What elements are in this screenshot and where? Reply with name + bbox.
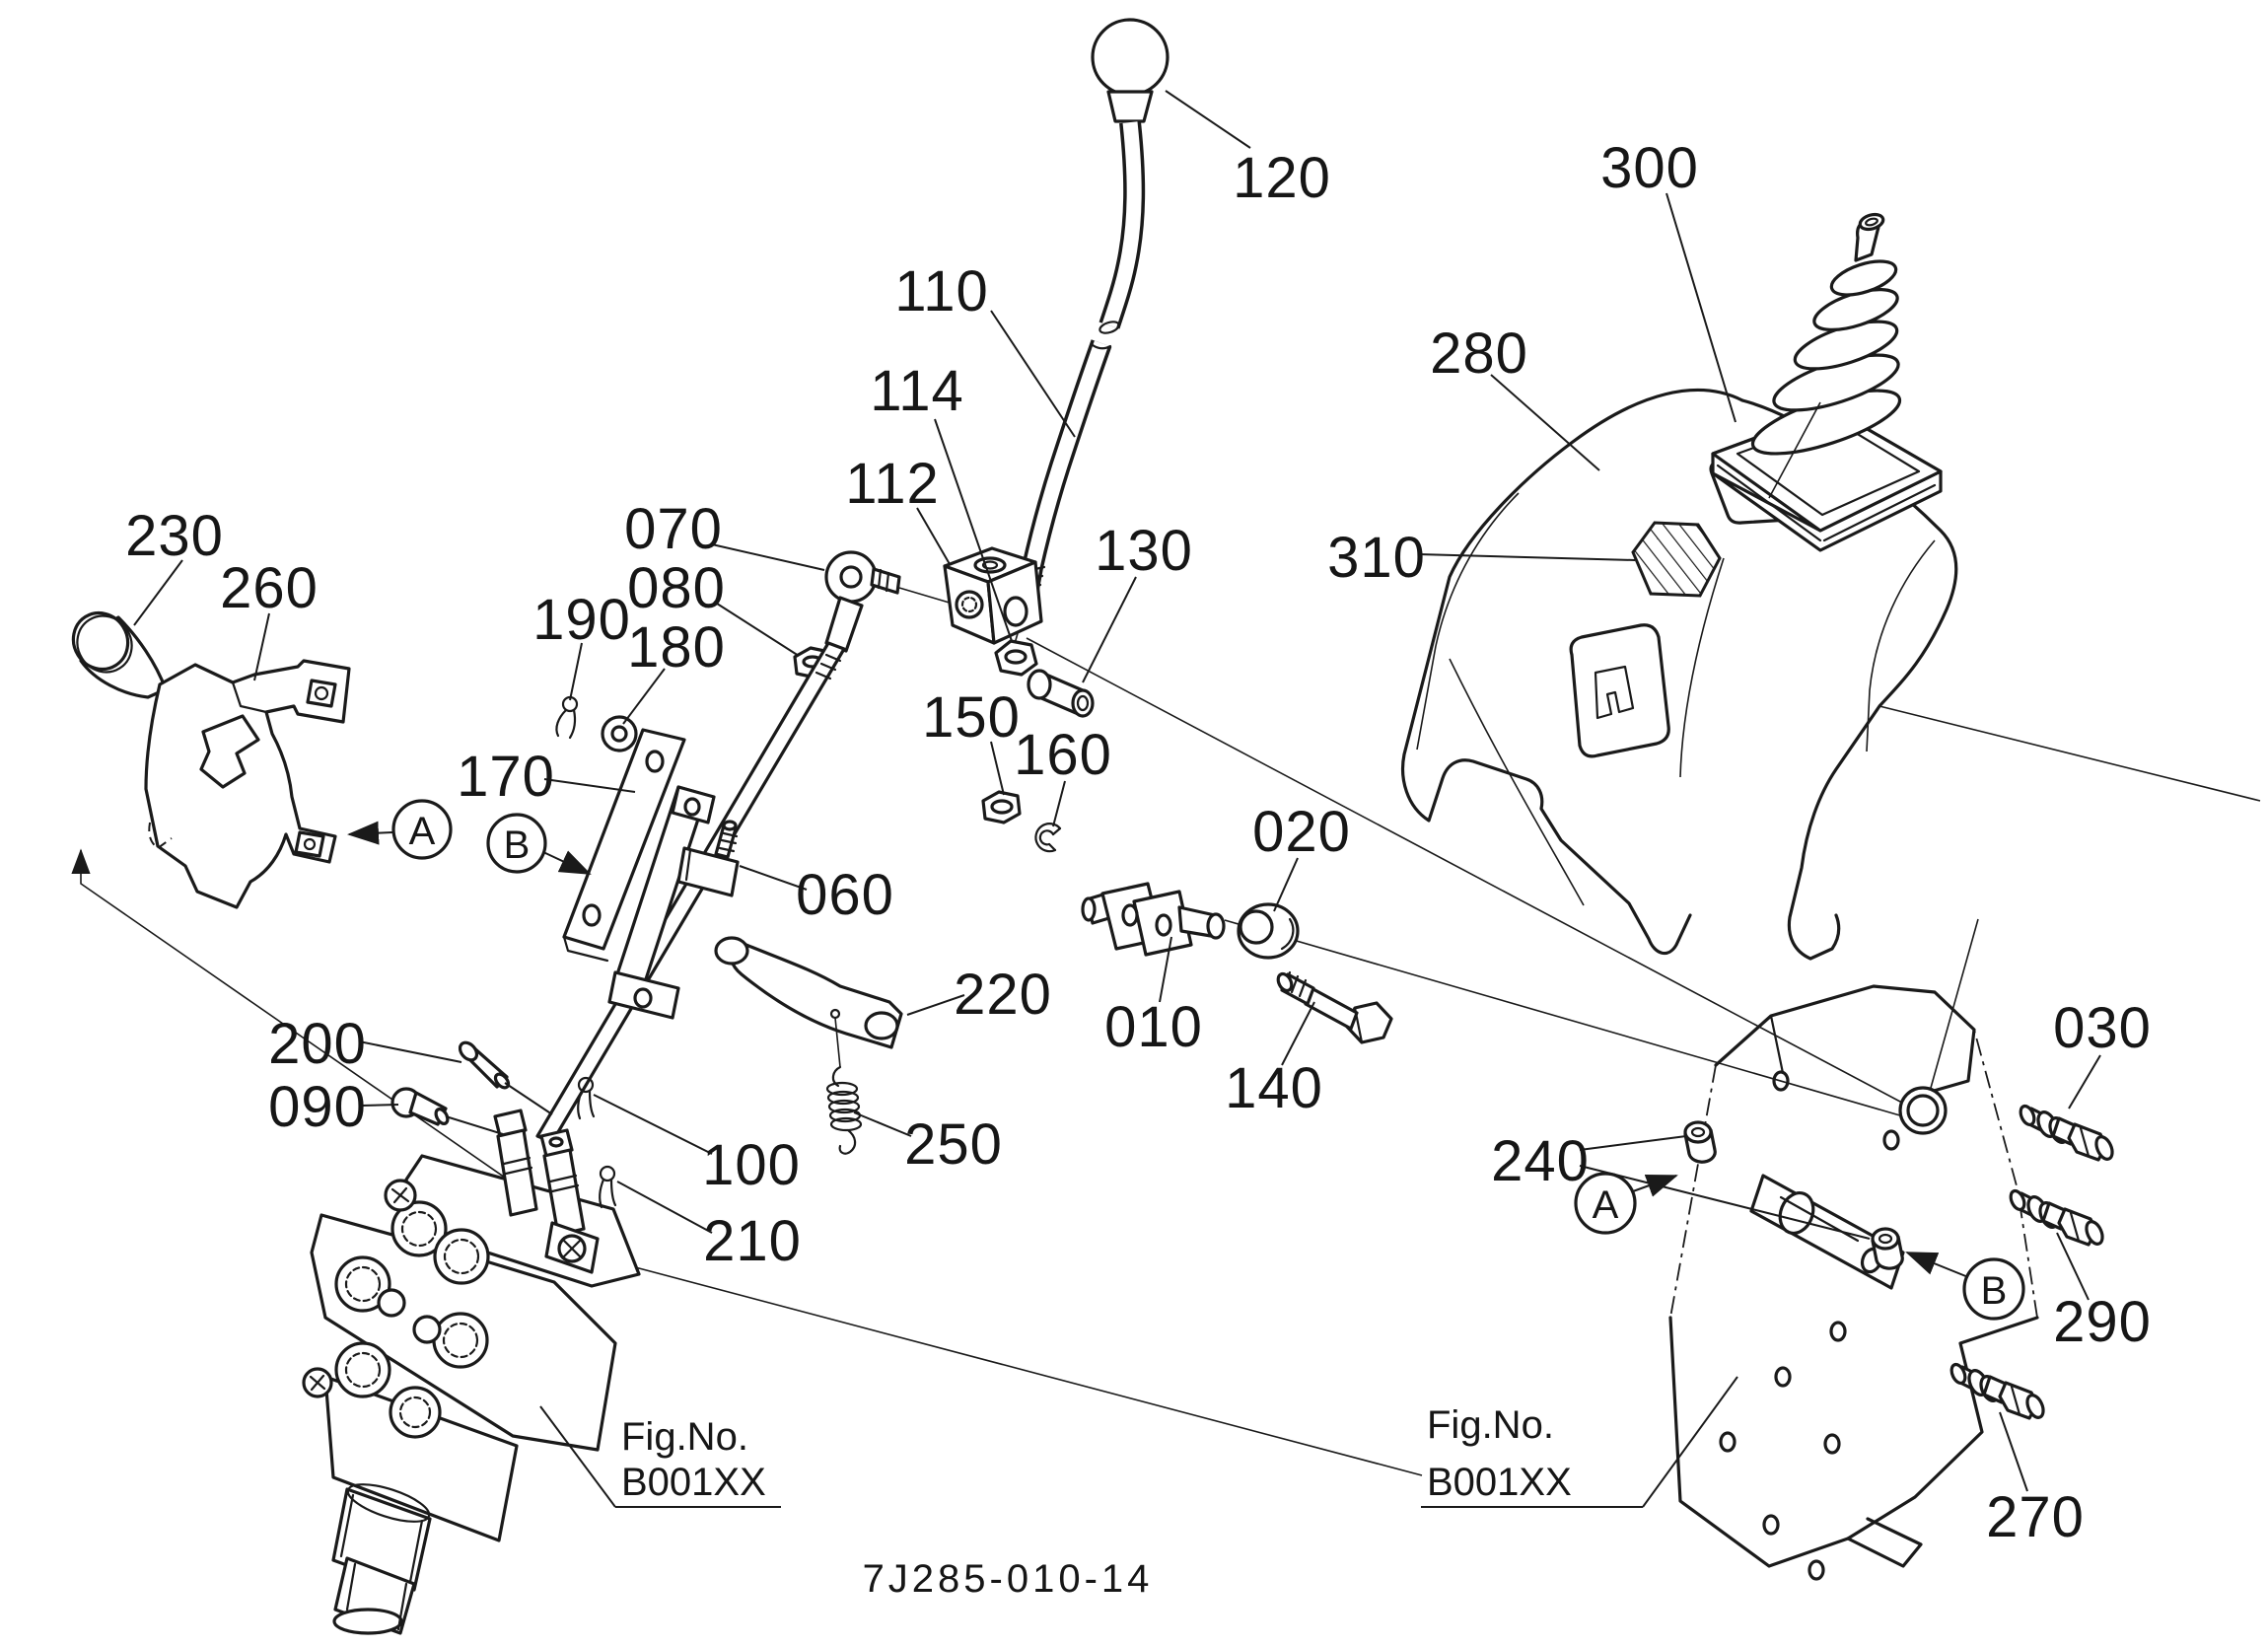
callout-a-right-letter: A — [1593, 1183, 1619, 1227]
part-label-150: 150 — [922, 685, 1021, 750]
part-label-310: 310 — [1327, 526, 1426, 590]
part-number-labels: 120 110 114 112 130 070 080 190 180 230 … — [125, 136, 2152, 1549]
part-label-290: 290 — [2053, 1290, 2152, 1354]
part-label-070: 070 — [624, 497, 723, 561]
part-knob-120 — [1091, 18, 1169, 123]
part-lever-110 — [1011, 120, 1146, 648]
part-bolt-090 — [390, 1087, 450, 1126]
callout-b-left: B — [486, 813, 592, 875]
part-label-200: 200 — [268, 1012, 367, 1076]
part-rod-end-070 — [824, 550, 901, 653]
part-cotter-pin-190 — [555, 695, 579, 740]
part-label-210: 210 — [703, 1209, 802, 1273]
part-label-170: 170 — [457, 745, 555, 809]
fig-ref-left-line2: B001XX — [621, 1461, 766, 1504]
part-bushing-130 — [1027, 669, 1095, 718]
callout-b-right: B — [1905, 1252, 2025, 1321]
part-guide-bracket — [607, 785, 716, 1020]
part-label-100: 100 — [702, 1133, 801, 1197]
part-knob-230 — [71, 610, 168, 699]
part-cotter-pin-210 — [599, 1165, 617, 1209]
part-valve-assembly — [302, 1076, 641, 1635]
part-bolt-060 — [676, 820, 740, 897]
fig-ref-right-line2: B001XX — [1427, 1461, 1572, 1504]
fig-ref-right-line1: Fig.No. — [1427, 1403, 1554, 1447]
callout-a-right: A — [1574, 1172, 1678, 1235]
part-clevis-010 — [1081, 882, 1226, 957]
leader-lines — [133, 90, 2101, 1492]
part-label-240: 240 — [1491, 1129, 1590, 1193]
part-label-130: 130 — [1095, 519, 1193, 583]
part-label-230: 230 — [125, 504, 224, 568]
plate-holes — [1719, 1070, 1900, 1581]
part-spring-250 — [825, 1017, 863, 1155]
part-pad-310 — [1631, 521, 1722, 598]
part-label-080: 080 — [627, 556, 726, 620]
part-fitting-270 — [1947, 1360, 2048, 1422]
part-arm-220 — [714, 936, 903, 1049]
part-bushings-240 — [1683, 1120, 1904, 1270]
part-nut-114 — [994, 639, 1038, 677]
part-label-090: 090 — [268, 1075, 367, 1139]
part-label-112: 112 — [845, 452, 939, 516]
part-label-020: 020 — [1252, 800, 1351, 864]
part-label-260: 260 — [220, 556, 319, 620]
part-pin-200 — [458, 1040, 511, 1090]
part-ring-020 — [1237, 902, 1300, 960]
fig-ref-right: Fig.No. B001XX — [1421, 1376, 1738, 1508]
part-label-110: 110 — [894, 259, 988, 323]
part-label-060: 060 — [796, 863, 894, 927]
part-label-010: 010 — [1104, 995, 1203, 1059]
part-label-190: 190 — [532, 588, 631, 652]
part-label-120: 120 — [1233, 146, 1331, 210]
part-fitting-030 — [2016, 1102, 2117, 1164]
part-bracket-260 — [144, 659, 351, 909]
part-label-270: 270 — [1986, 1485, 2085, 1549]
part-label-220: 220 — [954, 963, 1052, 1027]
callout-a-left-letter: A — [409, 810, 436, 853]
part-label-250: 250 — [904, 1112, 1003, 1177]
callout-a-left: A — [347, 799, 453, 860]
fig-ref-left: Fig.No. B001XX — [539, 1405, 781, 1508]
valve-ports — [302, 1179, 490, 1439]
drawing-number: 7J285-010-14 — [863, 1557, 1154, 1601]
fig-ref-left-line1: Fig.No. — [621, 1415, 748, 1459]
part-cotter-pin-100 — [577, 1076, 596, 1120]
part-label-300: 300 — [1600, 136, 1699, 200]
part-lock-washer-160 — [1034, 823, 1062, 853]
part-label-140: 140 — [1225, 1056, 1323, 1120]
part-label-030: 030 — [2053, 996, 2152, 1060]
part-label-160: 160 — [1014, 723, 1112, 787]
part-label-114: 114 — [870, 359, 963, 423]
part-label-180: 180 — [627, 615, 726, 680]
callout-b-right-letter: B — [1981, 1269, 2008, 1313]
part-label-280: 280 — [1430, 322, 1528, 386]
part-washer-180 — [601, 715, 638, 752]
part-nut-150 — [981, 790, 1022, 824]
part-boot-300 — [1711, 212, 1943, 552]
construction-lines — [71, 587, 2261, 1476]
part-mount-plate — [1668, 984, 2039, 1581]
part-bolt-140 — [1276, 970, 1393, 1044]
part-block-112 — [943, 546, 1043, 645]
callout-b-left-letter: B — [504, 824, 531, 867]
